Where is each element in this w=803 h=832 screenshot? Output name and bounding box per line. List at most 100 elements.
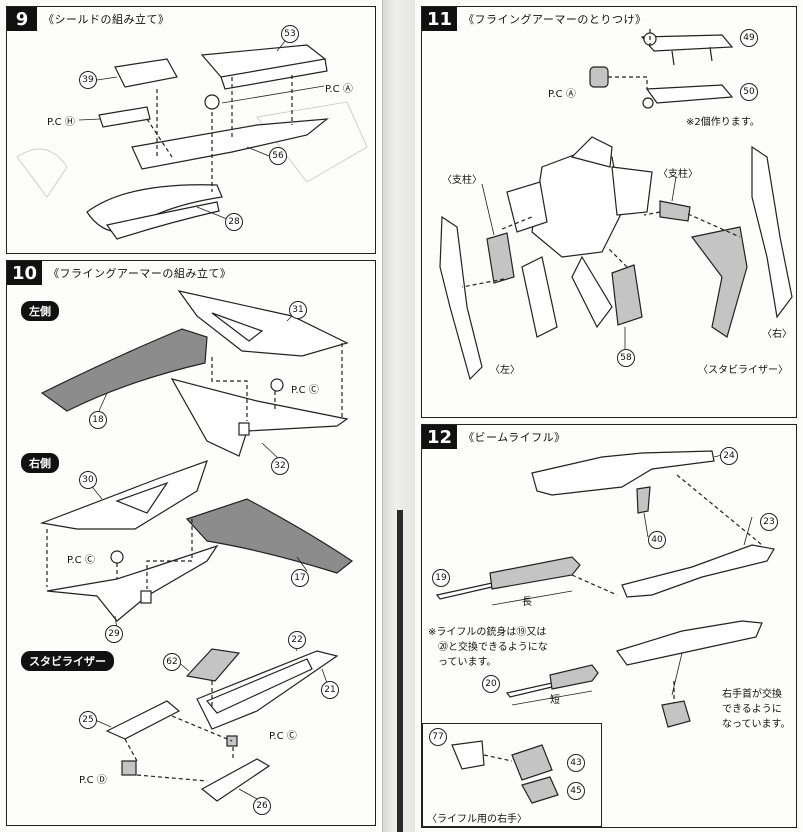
step-9-diagram <box>16 34 368 240</box>
strut-left-label: 〈支柱〉 <box>442 175 482 186</box>
part-17-shape <box>185 498 354 574</box>
part-45-shape <box>521 776 559 804</box>
part-number-24: 24 <box>720 447 738 465</box>
step-11-title: 《フライングアーマーのとりつけ》 <box>463 13 647 26</box>
barrel-note: ※ライフルの銃身は⑲又は ⑳と交換できるようにな っています。 <box>428 625 588 670</box>
part-number-39: 39 <box>79 71 97 89</box>
part-number-28: 28 <box>225 213 243 231</box>
right-label: 〈右〉 <box>762 329 792 340</box>
part-number-43: 43 <box>567 754 585 772</box>
part-number-30: 30 <box>79 471 97 489</box>
stabilizer-label: 〈スタビライザー〉 <box>698 365 788 376</box>
part-number-29: 29 <box>105 625 123 643</box>
pc-a-shape <box>204 94 220 110</box>
strut-left-shape <box>486 232 515 284</box>
step-9-title: 《シールドの組み立て》 <box>43 13 170 26</box>
part-number-40: 40 <box>648 531 666 549</box>
assembled-rifle-shape <box>616 620 763 666</box>
short-label: 短 <box>550 695 560 706</box>
pc-d-shape <box>121 760 137 776</box>
part-19-block <box>489 556 581 590</box>
right-armor-shape <box>751 145 793 319</box>
part-number-62: 62 <box>163 653 181 671</box>
right-side-tag: 右側 <box>21 453 59 473</box>
part-56-shape <box>131 118 329 170</box>
part-29-shape <box>46 544 219 622</box>
hand-note-line3: なっています。 <box>722 719 791 730</box>
part-62-shape <box>185 648 241 682</box>
step11-pc-a-label: P.C Ⓐ <box>548 89 576 100</box>
step-10-title: 《フライングアーマーの組み立て》 <box>48 267 232 280</box>
left-pc-c-shape <box>270 378 284 392</box>
part-32-shape <box>170 378 349 457</box>
barrel-note-line3: っています。 <box>438 657 497 668</box>
part-number-50: 50 <box>740 83 758 101</box>
step-12-title: 《ビームライフル》 <box>463 431 566 444</box>
step-11-header: 11 《フライングアーマーのとりつけ》 <box>422 7 647 31</box>
left-pc-c-label: P.C Ⓒ <box>291 385 319 396</box>
part-number-31: 31 <box>289 301 307 319</box>
step-10-header: 10 《フライングアーマーの組み立て》 <box>7 261 231 285</box>
hand-joint-shape <box>661 700 691 728</box>
step-9-header: 9 《シールドの組み立て》 <box>7 7 170 31</box>
step-12-diagram <box>435 450 775 804</box>
hand-note-line2: できるように <box>722 704 782 715</box>
step-10-number: 10 <box>7 261 43 285</box>
left-page: 9 《シールドの組み立て》 <box>0 0 383 832</box>
make-two-note: ※2個作ります。 <box>686 117 760 128</box>
hand-note-line1: 右手首が交換 <box>722 689 782 700</box>
pc-h-shape <box>98 106 151 128</box>
part-number-22: 22 <box>288 631 306 649</box>
right-hand-inset: 77 43 45 〈ライフル用の右手〉 <box>422 723 602 827</box>
step-11-diagram <box>439 27 793 381</box>
part-24-shape <box>531 450 715 496</box>
left-side-tag: 左側 <box>21 301 59 321</box>
part-number-56: 56 <box>269 147 287 165</box>
part-number-32: 32 <box>271 457 289 475</box>
part-number-45: 45 <box>567 782 585 800</box>
robot-body-shape <box>531 151 623 258</box>
stab-pc-d-label: P.C Ⓓ <box>79 775 107 786</box>
part-43-shape <box>511 744 553 781</box>
part-number-23: 23 <box>760 513 778 531</box>
step-11-panel: 11 《フライングアーマーのとりつけ》 <box>421 6 797 418</box>
part-number-53: 53 <box>281 25 299 43</box>
pc-h-label: P.C Ⓗ <box>47 117 75 128</box>
stab-pc-c-label: P.C Ⓒ <box>269 731 297 742</box>
pc-a-label: P.C Ⓐ <box>325 84 353 95</box>
barrel-note-line2: ⑳と交換できるようにな <box>438 642 548 653</box>
part-number-49: 49 <box>740 29 758 47</box>
hand-note: 右手首が交換 できるように なっています。 <box>722 687 802 732</box>
stabilizer-tag: スタビライザー <box>21 651 114 671</box>
left-armor-shape <box>439 215 483 381</box>
right-page: 11 《フライングアーマーのとりつけ》 <box>415 0 803 832</box>
part-30-shape <box>39 460 208 530</box>
barrel-note-line1: ※ライフルの銃身は⑲又は <box>428 627 547 638</box>
part-50-shape <box>645 84 734 104</box>
step-10-panel: 10 《フライングアーマーの組み立て》 左側 右側 スタビライザー <box>6 260 376 826</box>
part-number-19: 19 <box>432 569 450 587</box>
part-number-77: 77 <box>429 728 447 746</box>
part-number-21: 21 <box>321 681 339 699</box>
strut-right-label: 〈支柱〉 <box>658 169 698 180</box>
part-77-shape <box>451 740 485 770</box>
part-25-shape <box>105 700 181 740</box>
part-58-shape <box>611 264 643 326</box>
part-number-20: 20 <box>482 675 500 693</box>
step-12-panel: 12 《ビームライフル》 <box>421 424 797 828</box>
left-label: 〈左〉 <box>490 365 520 376</box>
step-11-number: 11 <box>422 7 458 31</box>
part-number-58: 58 <box>617 349 635 367</box>
step-10-diagram <box>39 290 354 802</box>
part-number-17: 17 <box>291 569 309 587</box>
hand-caption: 〈ライフル用の右手〉 <box>427 814 527 825</box>
step-12-number: 12 <box>422 425 458 449</box>
right-pc-c-label: P.C Ⓒ <box>67 555 95 566</box>
part-number-25: 25 <box>79 711 97 729</box>
part-number-18: 18 <box>89 411 107 429</box>
right-pc-c-shape <box>110 550 124 564</box>
gutter-dark-strip <box>397 510 403 832</box>
step11-pc-a-shape <box>589 66 609 88</box>
long-label: 長 <box>522 597 532 608</box>
part-number-26: 26 <box>253 797 271 815</box>
